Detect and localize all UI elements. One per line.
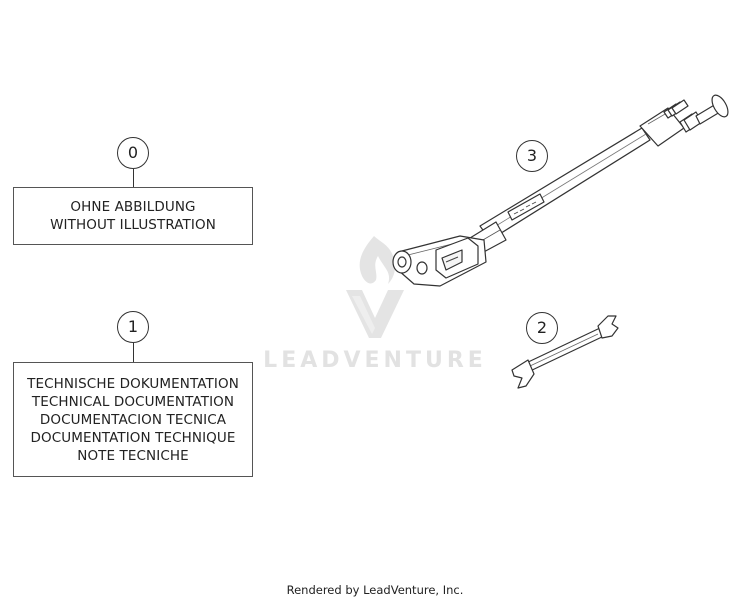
footer-credit: Rendered by LeadVenture, Inc.	[286, 583, 464, 597]
box0-line-1: OHNE ABBILDUNG	[70, 199, 196, 215]
watermark-text: LEADVENTURE	[263, 348, 487, 373]
watermark-logo-icon	[346, 236, 404, 338]
label-box-technical-documentation: TECHNISCHE DOKUMENTATION TECHNICAL DOCUM…	[13, 362, 253, 477]
box1-line-2: TECHNICAL DOCUMENTATION	[31, 393, 235, 410]
box0-line-2: WITHOUT ILLUSTRATION	[50, 217, 216, 233]
label-box-without-illustration: OHNE ABBILDUNG WITHOUT ILLUSTRATION	[13, 187, 253, 245]
callout-3[interactable]: 3	[516, 140, 548, 172]
box1-line-5: NOTE TECNICHE	[77, 447, 189, 464]
callout-0[interactable]: 0	[117, 137, 149, 169]
callout-2[interactable]: 2	[526, 312, 558, 344]
box1-line-3: DOCUMENTACION TECNICA	[39, 411, 227, 428]
leader-line-0	[133, 169, 134, 187]
box1-line-1: TECHNISCHE DOKUMENTATION	[27, 375, 239, 392]
box1-line-4: DOCUMENTATION TECHNIQUE	[30, 429, 236, 446]
leader-line-1	[133, 343, 134, 362]
callout-1[interactable]: 1	[117, 311, 149, 343]
